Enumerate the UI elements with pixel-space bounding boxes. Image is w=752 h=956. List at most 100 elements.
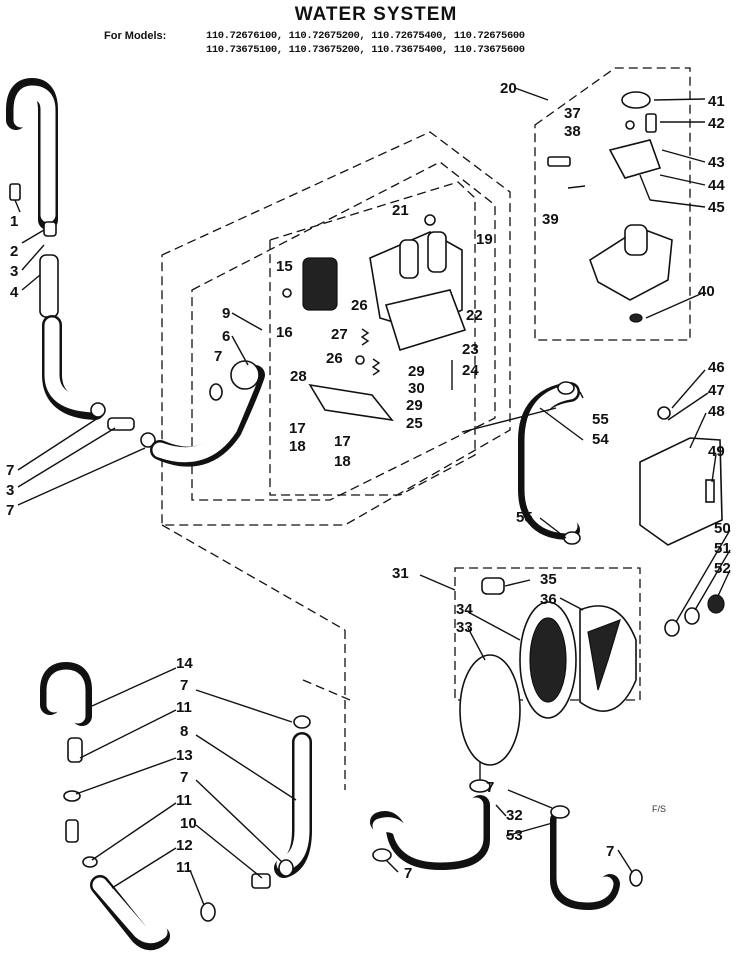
label-17-a: 17 xyxy=(289,420,306,437)
label-19: 19 xyxy=(476,231,493,248)
label-7-c: 7 xyxy=(214,348,222,365)
frame-leader xyxy=(161,524,346,631)
label-16: 16 xyxy=(276,324,293,341)
clamp-7-hose53 xyxy=(550,805,570,819)
label-51: 51 xyxy=(714,540,731,557)
label-7-d: 7 xyxy=(180,677,188,694)
bracket-48 xyxy=(639,437,723,546)
label-6: 6 xyxy=(222,328,230,345)
label-29-a: 29 xyxy=(408,363,425,380)
label-52: 52 xyxy=(714,560,731,577)
label-55-b: 55 xyxy=(516,509,533,526)
label-1: 1 xyxy=(10,213,18,230)
label-7-h: 7 xyxy=(606,843,614,860)
clamp-55-bottom xyxy=(563,531,581,545)
clamp-7-mid xyxy=(209,383,223,401)
clamp-11-bottom xyxy=(200,902,216,922)
plunger-26 xyxy=(355,355,365,365)
bolt-47 xyxy=(657,406,671,420)
models-line-2: 110.73675100, 110.73675200, 110.73675400… xyxy=(206,44,525,56)
label-49: 49 xyxy=(708,443,725,460)
screw-49 xyxy=(705,479,715,503)
filter-screen xyxy=(529,617,567,703)
knob-41 xyxy=(621,91,651,109)
label-17-b: 17 xyxy=(334,433,351,450)
gasket-28 xyxy=(308,383,394,422)
nut-52 xyxy=(707,594,725,614)
pin-42 xyxy=(645,113,657,133)
label-55-a: 55 xyxy=(592,411,609,428)
clamp-7-right xyxy=(140,432,156,448)
washer-50 xyxy=(664,619,680,637)
solenoid-coil-15 xyxy=(302,257,338,311)
label-2: 2 xyxy=(10,243,18,260)
label-22: 22 xyxy=(466,307,483,324)
label-7-g: 7 xyxy=(404,865,412,882)
middle-assembly-frame xyxy=(191,161,496,501)
leader-lines xyxy=(14,87,731,906)
plug-35 xyxy=(481,577,505,595)
valve-neck xyxy=(624,224,648,256)
label-39: 39 xyxy=(542,211,559,228)
label-21: 21 xyxy=(392,202,409,219)
hose-end-6 xyxy=(230,360,260,390)
cover-triangle xyxy=(587,619,621,691)
label-4: 4 xyxy=(10,284,19,301)
label-26-b: 26 xyxy=(326,350,343,367)
label-24: 24 xyxy=(462,362,479,379)
part-number-labels: 1 2 3 4 7 3 7 9 6 7 15 16 21 19 26 27 26… xyxy=(6,80,731,882)
clamp-55-top xyxy=(557,381,575,395)
corner-mark: F/S xyxy=(652,804,666,814)
stem-44 xyxy=(639,174,651,201)
label-30: 30 xyxy=(408,380,425,397)
label-28: 28 xyxy=(290,368,307,385)
label-9: 9 xyxy=(222,305,230,322)
label-7-e: 7 xyxy=(180,769,188,786)
label-18-b: 18 xyxy=(334,453,351,470)
label-7-a: 7 xyxy=(6,462,14,479)
frame-leader-3 xyxy=(302,679,351,701)
label-41: 41 xyxy=(708,93,725,110)
label-20: 20 xyxy=(500,80,517,97)
label-7-b: 7 xyxy=(6,502,14,519)
label-25: 25 xyxy=(406,415,423,432)
hose-section-4 xyxy=(39,254,59,318)
clamp-7-left xyxy=(90,402,106,418)
screw-21 xyxy=(424,214,436,226)
models-label: For Models: xyxy=(104,30,167,42)
inner-assembly-frame xyxy=(269,181,476,496)
label-7-f: 7 xyxy=(486,779,494,796)
label-38: 38 xyxy=(564,123,581,140)
valve-assembly-frame xyxy=(534,67,691,341)
connector-10 xyxy=(251,873,271,889)
pump-cover-frame xyxy=(454,567,641,701)
part-38 xyxy=(547,156,571,167)
label-33: 33 xyxy=(456,619,473,636)
pin-39 xyxy=(567,185,586,189)
clamp-7-lower xyxy=(278,859,294,877)
label-43: 43 xyxy=(708,154,725,171)
valve-nut-40 xyxy=(629,313,643,323)
label-13: 13 xyxy=(176,747,193,764)
label-37: 37 xyxy=(564,105,581,122)
label-3-b: 3 xyxy=(6,482,14,499)
label-48: 48 xyxy=(708,403,725,420)
label-18-a: 18 xyxy=(289,438,306,455)
valve-port-right xyxy=(427,231,447,273)
label-34: 34 xyxy=(456,601,473,618)
spring-27 xyxy=(360,328,370,346)
label-36: 36 xyxy=(540,591,557,608)
connector-13 xyxy=(65,819,79,843)
spring-29 xyxy=(371,358,381,376)
label-40: 40 xyxy=(698,283,715,300)
valve-top-43 xyxy=(608,139,662,179)
pump-body-33 xyxy=(459,654,521,766)
label-15: 15 xyxy=(276,258,293,275)
label-14: 14 xyxy=(176,655,193,672)
label-29-b: 29 xyxy=(406,397,423,414)
washer-51 xyxy=(684,607,700,625)
label-12: 12 xyxy=(176,837,193,854)
label-44: 44 xyxy=(708,177,725,194)
